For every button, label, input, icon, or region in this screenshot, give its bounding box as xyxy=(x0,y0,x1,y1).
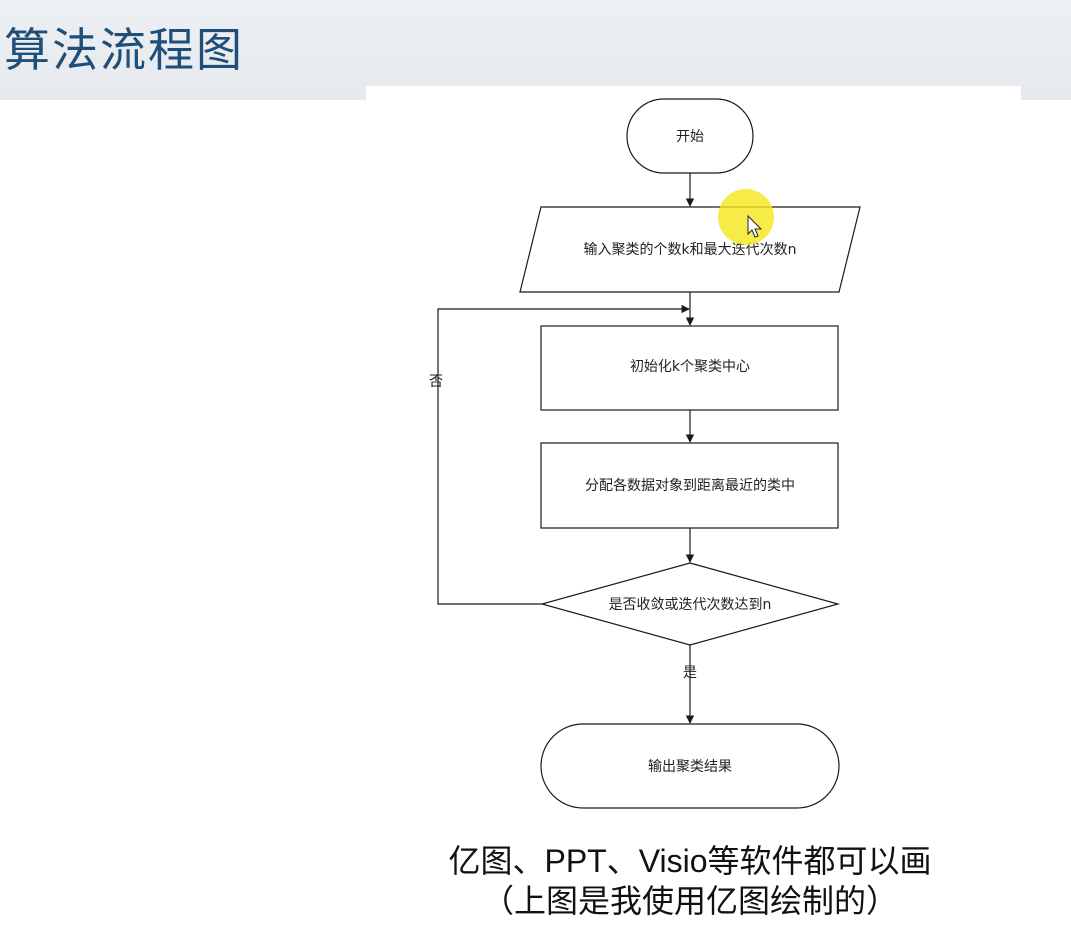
output-node-label: 输出聚类结果 xyxy=(648,759,732,775)
init-node xyxy=(540,325,839,411)
caption-line-1: 亿图、PPT、Visio等软件都可以画 xyxy=(448,843,932,879)
cursor-pointer-icon xyxy=(747,214,763,238)
decision-node-label: 是否收敛或迭代次数达到n xyxy=(609,597,772,613)
output-node xyxy=(540,723,840,809)
caption-line-2: （上图是我使用亿图绘制的） xyxy=(481,883,898,919)
init-node-label: 初始化k个聚类中心 xyxy=(630,358,750,375)
slide-title: 算法流程图 xyxy=(4,23,244,77)
start-node-label: 开始 xyxy=(676,129,704,145)
edge-no-label: 否 xyxy=(429,374,443,390)
edge-yes-label: 是 xyxy=(683,665,697,681)
assign-node-label: 分配各数据对象到距离最近的类中 xyxy=(585,477,795,494)
edge-decision-no-loop xyxy=(437,304,690,605)
title-band xyxy=(0,0,1071,100)
input-node-label: 输入聚类的个数k和最大迭代次数n xyxy=(584,242,797,258)
cursor-highlight xyxy=(718,189,774,245)
